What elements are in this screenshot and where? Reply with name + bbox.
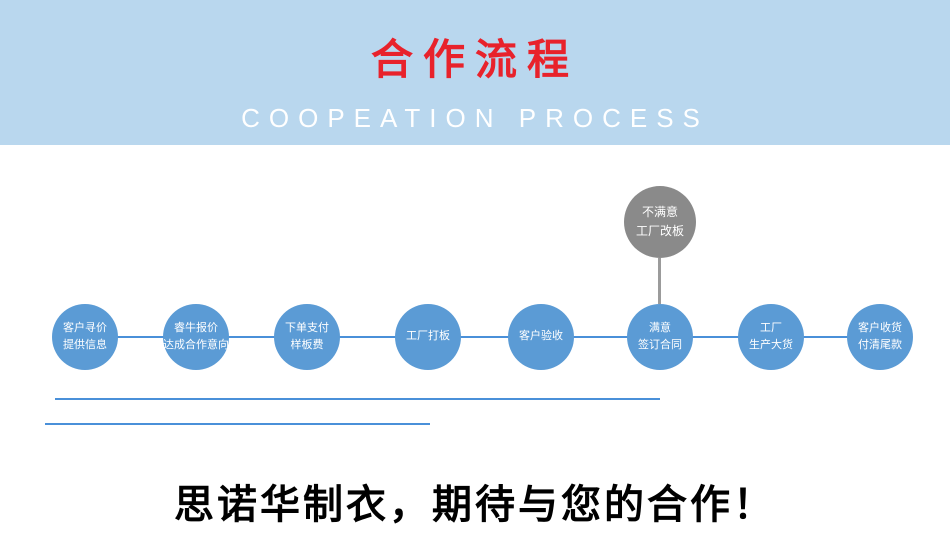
flow-step-mass-production: 工厂 生产大货 [738, 304, 804, 370]
decorative-underline-secondary [45, 423, 430, 425]
flow-step-quotation: 睿牛报价 达成合作意向 [163, 304, 229, 370]
flow-step-label: 达成合作意向 [163, 339, 229, 351]
flow-step-factory-sampling: 工厂打板 [395, 304, 461, 370]
flow-step-label: 不满意 [641, 205, 678, 220]
flow-step-label: 样板费 [290, 339, 324, 351]
page-title: 合作流程 [370, 36, 579, 83]
page-subtitle: COOPEATION PROCESS [241, 103, 709, 133]
flow-step-label: 提供信息 [63, 339, 107, 351]
footer-slogan: 思诺华制衣，期待与您的合作！ [174, 483, 776, 527]
flow-step-label: 客户寻价 [63, 321, 107, 334]
flow-step-label: 下单支付 [285, 321, 329, 334]
flow-step-label: 满意 [649, 321, 671, 334]
flow-step-sample-payment: 下单支付 样板费 [274, 304, 340, 370]
flow-step-label: 客户收货 [858, 321, 902, 334]
flow-step-label: 生产大货 [749, 339, 793, 351]
flow-step-label: 客户验收 [519, 330, 563, 343]
flow-step-inquiry: 客户寻价 提供信息 [52, 304, 118, 370]
flow-step-sign-contract: 满意 签订合同 [627, 304, 693, 370]
flow-step-label: 工厂改板 [635, 224, 684, 238]
flow-step-final-payment: 客户收货 付清尾款 [847, 304, 913, 370]
flow-step-label: 工厂 [760, 321, 782, 334]
flow-step-label: 付清尾款 [858, 339, 902, 351]
flow-connector-line [54, 336, 912, 338]
decorative-underline-primary [55, 398, 660, 400]
flow-step-unsatisfied: 不满意 工厂改板 [624, 186, 696, 258]
flow-step-label: 工厂打板 [406, 330, 450, 343]
alt-branch-connector-line [658, 258, 661, 304]
header-banner: 合作流程 COOPEATION PROCESS [0, 0, 950, 145]
flow-step-customer-acceptance: 客户验收 [508, 304, 574, 370]
flow-step-label: 睿牛报价 [174, 321, 218, 334]
flow-step-label: 签订合同 [638, 339, 682, 351]
